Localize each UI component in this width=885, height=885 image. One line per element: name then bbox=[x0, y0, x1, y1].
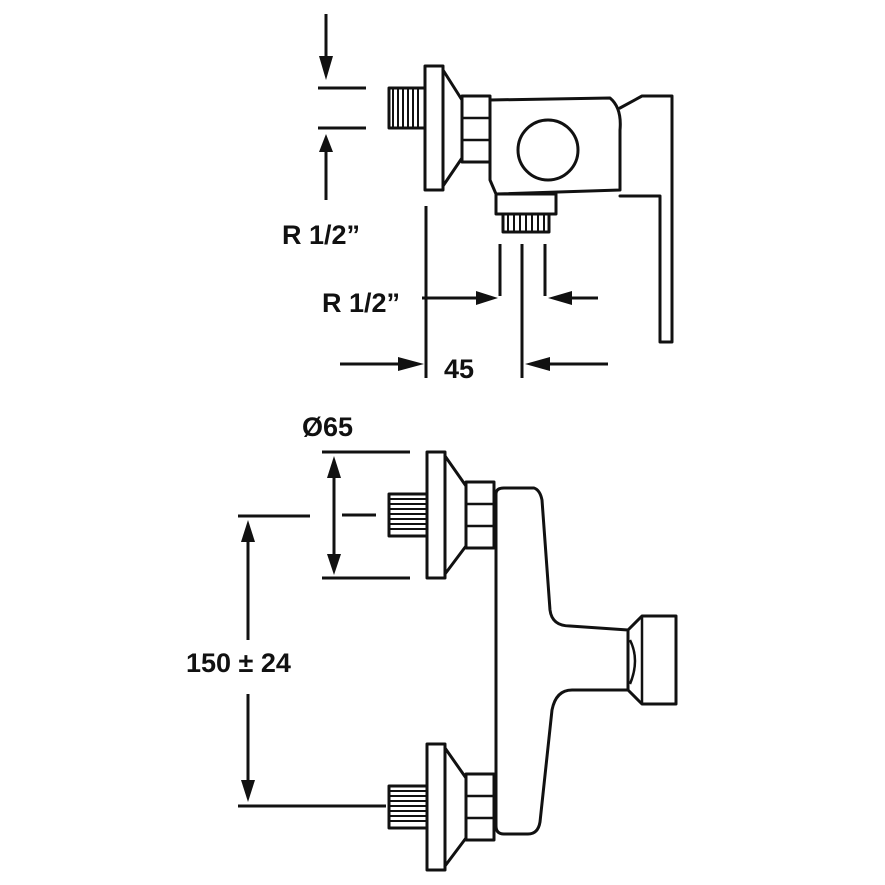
outlet-thread-label: R 1/2” bbox=[322, 288, 400, 318]
lower-hex-nut bbox=[464, 772, 496, 842]
inlet-thread-dimension bbox=[318, 14, 366, 200]
lower-inlet-nipple bbox=[387, 784, 429, 830]
diameter-label: Ø65 bbox=[302, 412, 353, 442]
spacing-label: 150 ± 24 bbox=[186, 648, 291, 678]
hex-nut bbox=[460, 94, 492, 164]
outlet-thread-dimension bbox=[422, 244, 598, 305]
handle-front bbox=[626, 614, 678, 706]
lower-escutcheon bbox=[425, 742, 468, 872]
spacing-dimension bbox=[238, 514, 386, 808]
side-view: R 1/2” R 1/2” 45 bbox=[282, 14, 674, 384]
upper-hex-nut bbox=[464, 480, 496, 550]
offset-dimension bbox=[340, 206, 608, 378]
mixer-body-front bbox=[494, 486, 630, 836]
upper-inlet-nipple bbox=[387, 492, 429, 538]
outlet-thread bbox=[501, 212, 551, 234]
mixer-body bbox=[488, 96, 622, 216]
diameter-dimension bbox=[322, 450, 410, 580]
upper-escutcheon bbox=[425, 450, 468, 580]
inlet-thread-label: R 1/2” bbox=[282, 220, 360, 250]
inlet-nipple bbox=[387, 86, 427, 130]
lever-handle bbox=[618, 94, 674, 344]
offset-label: 45 bbox=[444, 354, 474, 384]
front-view: Ø65 150 ± 24 bbox=[186, 412, 678, 872]
escutcheon-flange bbox=[423, 64, 464, 192]
